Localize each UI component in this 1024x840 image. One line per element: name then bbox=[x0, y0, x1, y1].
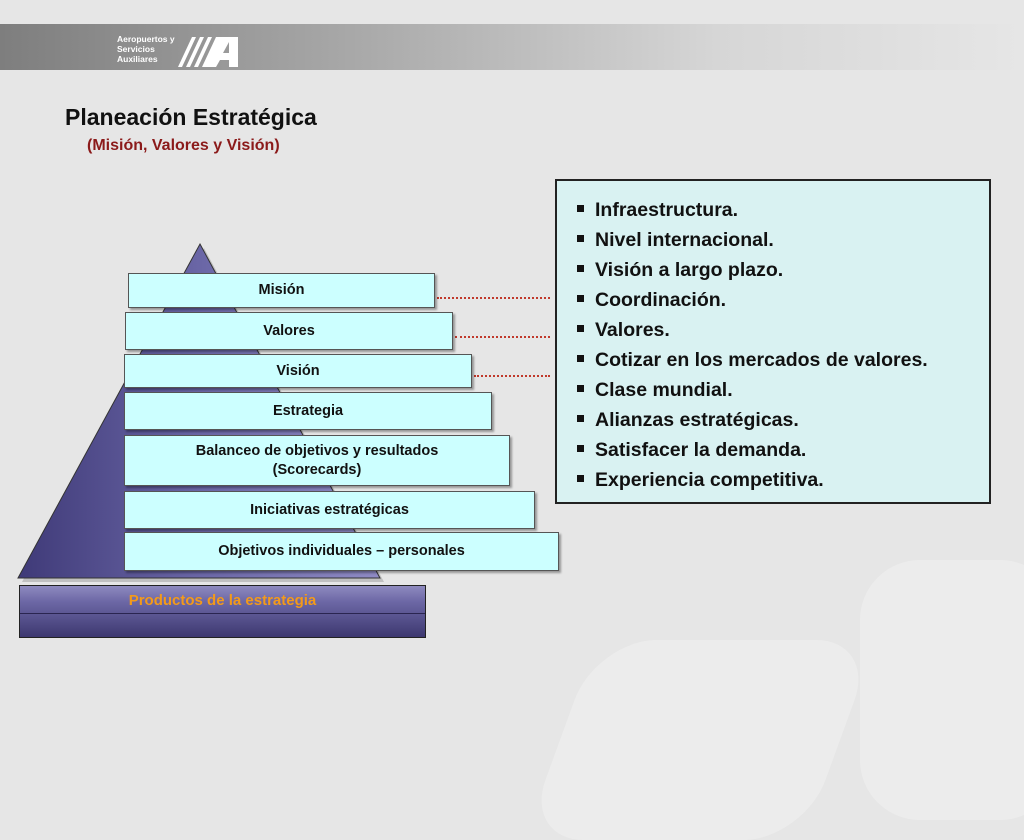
list-item: Cotizar en los mercados de valores. bbox=[577, 345, 928, 375]
list-item: Nivel internacional. bbox=[577, 225, 928, 255]
logo-text: Aeropuertos y Servicios Auxiliares bbox=[117, 34, 175, 64]
bullet-icon bbox=[577, 325, 584, 333]
bar-divider bbox=[20, 613, 425, 614]
list-item-text: Nivel internacional. bbox=[595, 229, 774, 251]
bullet-icon bbox=[577, 205, 584, 213]
pyramid-level-objetivos: Objetivos individuales – personales bbox=[124, 532, 559, 571]
level-label: Iniciativas estratégicas bbox=[250, 501, 409, 518]
strategy-products-bar: Productos de la estrategia bbox=[19, 585, 426, 638]
connector-line bbox=[455, 336, 550, 338]
background-shape bbox=[523, 640, 877, 840]
bullet-icon bbox=[577, 475, 584, 483]
list-item: Visión a largo plazo. bbox=[577, 255, 928, 285]
values-list: Infraestructura. Nivel internacional. Vi… bbox=[577, 195, 928, 495]
list-item-text: Visión a largo plazo. bbox=[595, 259, 784, 281]
bullet-icon bbox=[577, 385, 584, 393]
pyramid-level-iniciativas: Iniciativas estratégicas bbox=[124, 491, 535, 529]
pyramid-level-mision: Misión bbox=[128, 273, 435, 308]
list-item: Valores. bbox=[577, 315, 928, 345]
strategy-products-label: Productos de la estrategia bbox=[128, 592, 317, 609]
pyramid-level-vision: Visión bbox=[124, 354, 472, 388]
bullet-icon bbox=[577, 295, 584, 303]
values-box: Infraestructura. Nivel internacional. Vi… bbox=[555, 179, 991, 504]
bullet-icon bbox=[577, 445, 584, 453]
header-bar bbox=[0, 24, 1024, 70]
list-item: Alianzas estratégicas. bbox=[577, 405, 928, 435]
list-item: Coordinación. bbox=[577, 285, 928, 315]
list-item-text: Cotizar en los mercados de valores. bbox=[595, 349, 928, 371]
page-subtitle: (Misión, Valores y Visión) bbox=[87, 137, 280, 154]
bullet-icon bbox=[577, 355, 584, 363]
asa-logo-icon bbox=[178, 37, 238, 67]
bullet-icon bbox=[577, 235, 584, 243]
connector-line bbox=[437, 297, 550, 299]
list-item-text: Clase mundial. bbox=[595, 379, 733, 401]
list-item-text: Experiencia competitiva. bbox=[595, 469, 824, 491]
level-label: Valores bbox=[263, 322, 315, 339]
logo-line: Servicios bbox=[117, 44, 155, 54]
level-label: Visión bbox=[276, 362, 320, 379]
list-item: Infraestructura. bbox=[577, 195, 928, 225]
list-item-text: Satisfacer la demanda. bbox=[595, 439, 807, 461]
logo-line: Auxiliares bbox=[117, 54, 158, 64]
list-item: Clase mundial. bbox=[577, 375, 928, 405]
list-item-text: Coordinación. bbox=[595, 289, 727, 311]
list-item-text: Alianzas estratégicas. bbox=[595, 409, 799, 431]
logo-line: Aeropuertos y bbox=[117, 34, 175, 44]
bullet-icon bbox=[577, 265, 584, 273]
list-item-text: Infraestructura. bbox=[595, 199, 739, 221]
list-item-text: Valores. bbox=[595, 319, 670, 341]
list-item: Satisfacer la demanda. bbox=[577, 435, 928, 465]
level-label: Balanceo de objetivos y resultados (Scor… bbox=[195, 442, 439, 478]
level-label: Misión bbox=[258, 282, 305, 298]
pyramid-level-valores: Valores bbox=[125, 312, 453, 350]
connector-line bbox=[474, 375, 550, 377]
page-title: Planeación Estratégica bbox=[65, 104, 317, 130]
pyramid-level-balanceo: Balanceo de objetivos y resultados (Scor… bbox=[124, 435, 510, 486]
level-label: Objetivos individuales – personales bbox=[218, 543, 465, 559]
list-item: Experiencia competitiva. bbox=[577, 465, 928, 495]
background-shape bbox=[860, 560, 1024, 820]
bullet-icon bbox=[577, 415, 584, 423]
level-label: Estrategia bbox=[272, 402, 344, 419]
pyramid-level-estrategia: Estrategia bbox=[124, 392, 492, 430]
